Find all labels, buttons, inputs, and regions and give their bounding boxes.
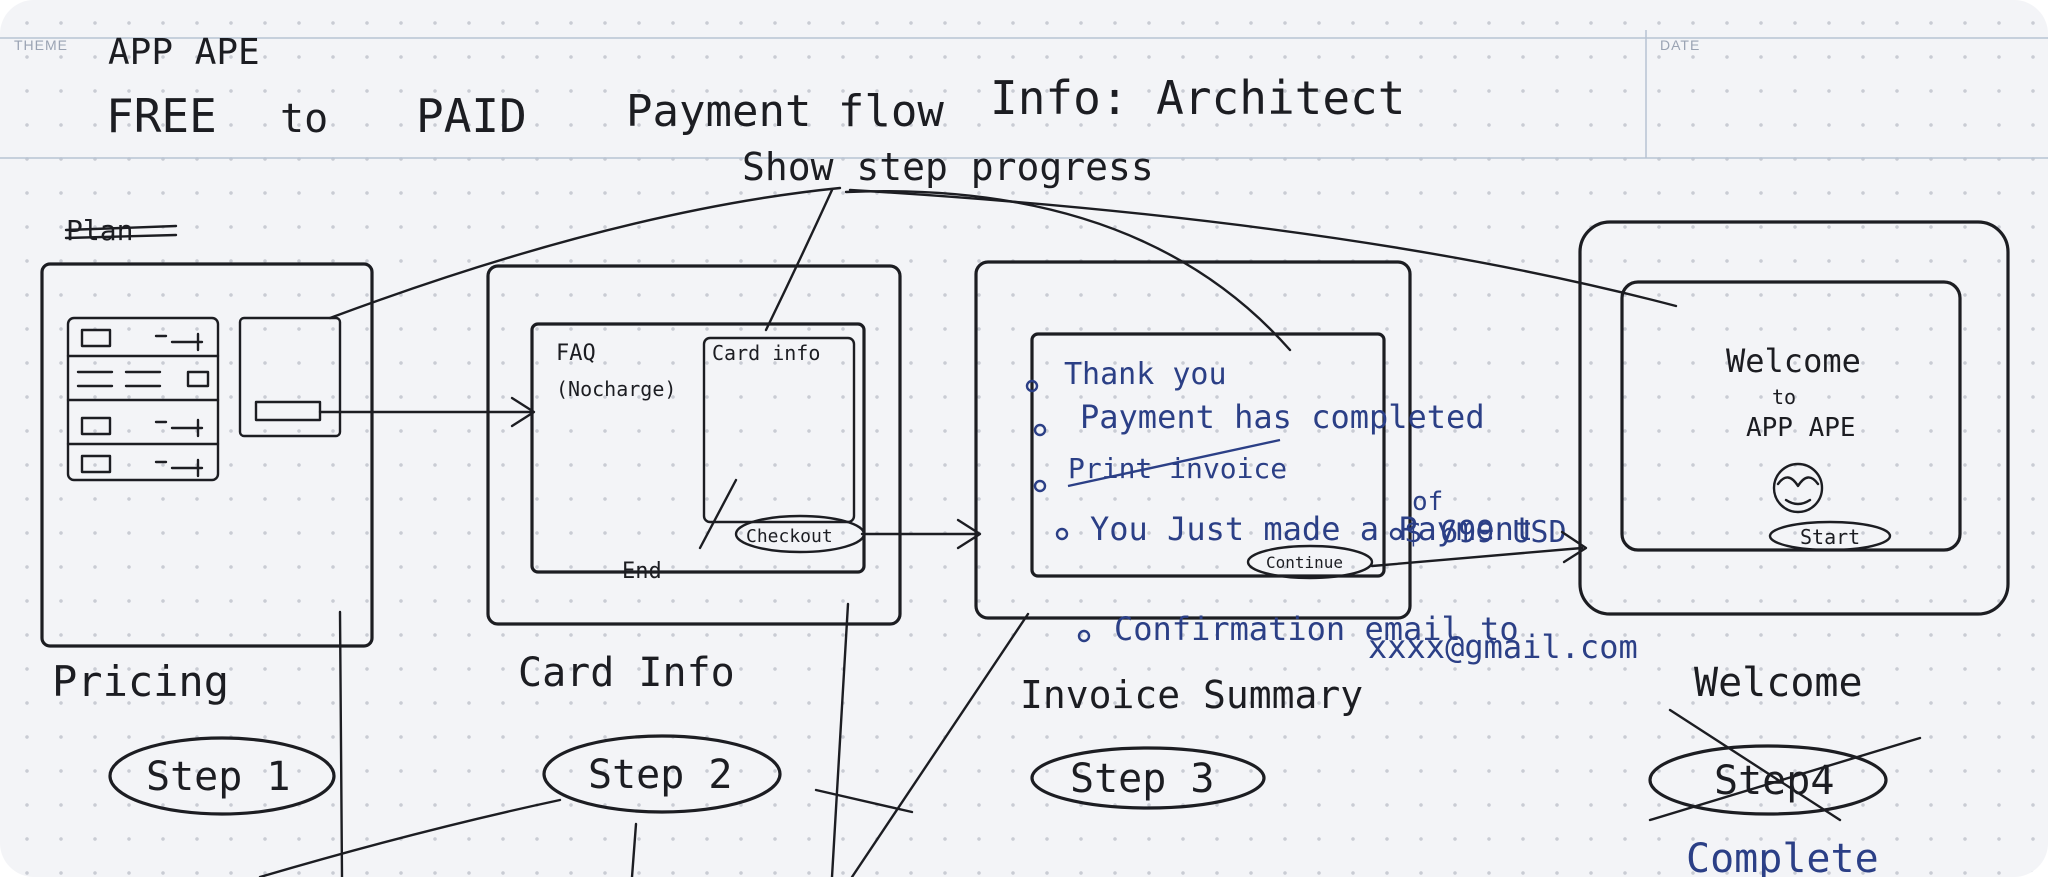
invoice-amount: $ 699 USD [1404, 515, 1567, 550]
app-ape-logo-icon [1774, 464, 1822, 512]
plan-select-button[interactable] [256, 402, 320, 420]
invoice-thank-you: Thank you [1064, 357, 1227, 392]
card-info-label: Card Info [518, 650, 735, 696]
title-word-3: PAID [416, 89, 527, 143]
show-step-progress-note: Show step progress [742, 145, 1154, 189]
connector-to-welcome [850, 190, 1676, 306]
arrow-to-welcome [1372, 548, 1582, 566]
invoice-email-address: xxxx@gmail.com [1368, 628, 1638, 666]
theme-label: THEME [14, 37, 68, 53]
faq-subtitle: (Nocharge) [556, 377, 676, 401]
date-label: DATE [1660, 37, 1700, 53]
welcome-heading: Welcome [1726, 342, 1861, 380]
end-label: End [622, 559, 662, 584]
plan-row-3-icon [82, 418, 110, 434]
invoice-screen [976, 262, 1410, 618]
invoice-summary-label: Invoice Summary [1020, 673, 1363, 717]
title-word-1: FREE [106, 89, 217, 143]
plan-row-4-icon [82, 456, 110, 472]
step-4-complete: Complete [1686, 836, 1879, 877]
invoice-payment-completed: Payment has completed [1080, 398, 1485, 436]
start-button-label: Start [1800, 525, 1860, 549]
connector-to-invoice [846, 191, 1290, 350]
plan-row-1-icon [82, 330, 110, 346]
step-3-text: Step 3 [1070, 756, 1215, 802]
step-1-text: Step 1 [146, 754, 291, 800]
step-4-text: Step4 [1714, 758, 1834, 804]
title-word-5: Info: Architect [990, 71, 1405, 125]
invoice-of: of [1412, 487, 1443, 517]
card-info-panel [704, 338, 854, 522]
connector-to-pricing [330, 188, 840, 318]
pricing-label: Pricing [52, 657, 229, 706]
welcome-label: Welcome [1694, 660, 1863, 706]
card-info-panel-label: Card info [712, 341, 820, 365]
faq-title: FAQ [556, 341, 596, 366]
welcome-to: to [1772, 385, 1796, 409]
checkout-button-label: Checkout [746, 526, 833, 547]
connector-to-card [766, 190, 832, 330]
app-name: APP APE [108, 32, 260, 73]
step-2-text: Step 2 [588, 752, 733, 798]
continue-button-label: Continue [1266, 553, 1343, 572]
title-word-4: Payment flow [626, 86, 944, 137]
welcome-app-name: APP APE [1746, 413, 1856, 443]
card-info-screen [488, 266, 900, 624]
title-word-2: to [280, 96, 328, 142]
